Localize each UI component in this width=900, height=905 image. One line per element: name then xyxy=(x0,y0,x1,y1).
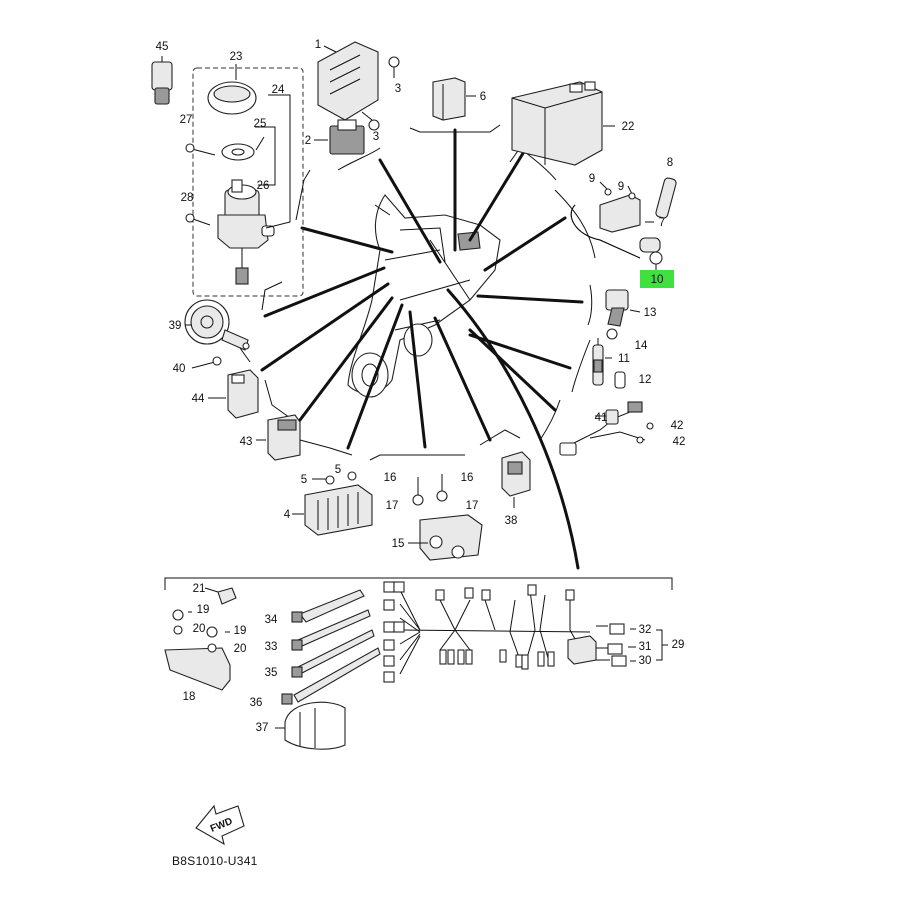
callout-label: 17 xyxy=(466,500,479,512)
callout-label: 41 xyxy=(595,412,608,424)
callout-label: 2 xyxy=(305,135,311,147)
callout-label: 33 xyxy=(265,641,278,653)
callout-label: 39 xyxy=(169,320,182,332)
callout-label: 14 xyxy=(635,340,648,352)
callout-label: 15 xyxy=(392,538,405,550)
callout-label: 23 xyxy=(230,51,243,63)
callout-label: 45 xyxy=(156,41,169,53)
callout-label: 34 xyxy=(265,614,278,626)
callout-label: 29 xyxy=(672,639,685,651)
callout-label: 24 xyxy=(272,84,285,96)
callout-label: 4 xyxy=(284,509,291,521)
regulator-group xyxy=(292,471,483,561)
callout-label: 21 xyxy=(193,583,206,595)
callout-label: 7 xyxy=(659,217,665,229)
callout-label: 26 xyxy=(257,180,270,192)
callout-label: 17 xyxy=(386,500,399,512)
callout-label: 40 xyxy=(173,363,186,375)
callout-label: 20 xyxy=(234,643,247,655)
sidestand-sensor-group xyxy=(559,401,654,456)
callout-label: 28 xyxy=(181,192,194,204)
relay-bracket-group xyxy=(314,41,400,155)
callout-label: 25 xyxy=(254,118,267,130)
callout-label: 27 xyxy=(180,114,193,126)
horn-group xyxy=(184,299,250,369)
callout-label: 42 xyxy=(671,420,684,432)
callout-labels: 45 23 24 25 27 26 28 1 3 2 3 6 22 8 9 9 … xyxy=(156,39,686,868)
connector-38 xyxy=(501,451,531,508)
callout-label: 3 xyxy=(395,83,401,95)
callout-label: 44 xyxy=(192,393,205,405)
fwd-arrow-icon xyxy=(195,804,245,846)
callout-label: 13 xyxy=(644,307,657,319)
callout-label: 9 xyxy=(618,181,624,193)
drawing-code: B8S1010-U341 xyxy=(172,854,258,868)
callout-label: 37 xyxy=(256,722,269,734)
callout-label: 38 xyxy=(505,515,518,527)
sensor-plug-group xyxy=(592,289,641,389)
battery-relay-group xyxy=(432,77,615,166)
ignition-switch-group xyxy=(151,56,304,297)
callout-label: 11 xyxy=(618,353,630,365)
callout-label: 32 xyxy=(639,624,652,636)
callout-label: 22 xyxy=(622,121,635,133)
leader-lines xyxy=(260,128,584,570)
callout-label: 8 xyxy=(667,157,673,169)
highlight-box-10 xyxy=(640,270,674,288)
relay-units-group xyxy=(208,369,301,461)
wire-harness xyxy=(383,581,668,683)
callout-label: 18 xyxy=(183,691,196,703)
callout-label: 12 xyxy=(639,374,652,386)
bracket-ties-group xyxy=(164,587,381,750)
callout-label: 1 xyxy=(315,39,321,51)
ignition-coil-group xyxy=(570,177,677,288)
callout-label: 16 xyxy=(384,472,397,484)
callout-label: 19 xyxy=(234,625,247,637)
callout-label: 5 xyxy=(335,464,341,476)
callout-label-10: 10 xyxy=(651,274,664,286)
callout-label: 9 xyxy=(589,173,595,185)
callout-label: 5 xyxy=(301,474,307,486)
callout-label: 42 xyxy=(673,436,686,448)
callout-label: 3 xyxy=(373,131,379,143)
callout-label: 43 xyxy=(240,436,253,448)
callout-label: 35 xyxy=(265,667,278,679)
callout-label: 20 xyxy=(193,623,206,635)
callout-label: 30 xyxy=(639,655,652,667)
callout-label: 36 xyxy=(250,697,263,709)
callout-label: 19 xyxy=(197,604,210,616)
callout-label: 31 xyxy=(639,641,652,653)
callout-label: 16 xyxy=(461,472,474,484)
callout-label: 6 xyxy=(480,91,486,103)
